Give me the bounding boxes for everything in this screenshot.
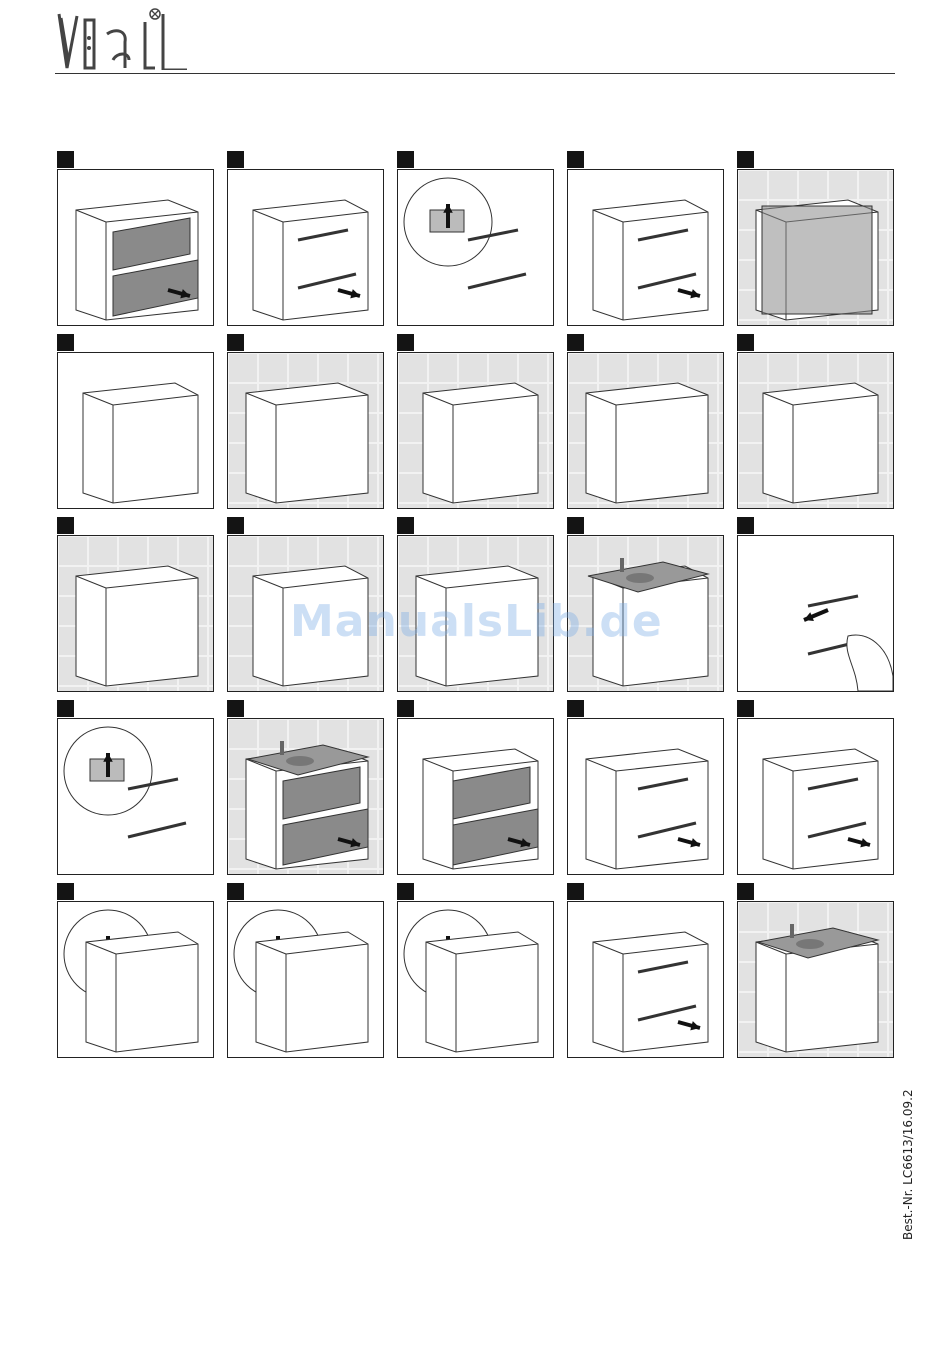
assembly-step bbox=[737, 883, 894, 1058]
assembly-step bbox=[737, 517, 894, 692]
step-number-badge bbox=[737, 334, 754, 351]
step-illustration bbox=[397, 352, 554, 509]
final-adjust-icon bbox=[568, 902, 723, 1057]
assembly-step bbox=[227, 151, 384, 326]
assembly-step bbox=[567, 883, 724, 1058]
step-number-badge bbox=[227, 883, 244, 900]
step-number-badge bbox=[737, 883, 754, 900]
step-illustration bbox=[567, 718, 724, 875]
assembly-step bbox=[227, 883, 384, 1058]
step-number-badge bbox=[57, 334, 74, 351]
assembly-step bbox=[567, 151, 724, 326]
step-illustration bbox=[397, 901, 554, 1058]
step-number-badge bbox=[567, 151, 584, 168]
step-illustration bbox=[737, 718, 894, 875]
step-illustration bbox=[567, 169, 724, 326]
assembly-step bbox=[397, 334, 554, 509]
press-cabinet-rails-icon bbox=[568, 170, 723, 325]
remove-drawer-runners-icon bbox=[228, 170, 383, 325]
assembly-step bbox=[567, 334, 724, 509]
silicone-seal-icon bbox=[738, 902, 893, 1057]
height-adjust-wheel-icon bbox=[58, 902, 213, 1057]
slide-drawer-in-icon bbox=[398, 719, 553, 874]
assembly-step bbox=[57, 883, 214, 1058]
step-number-badge bbox=[397, 700, 414, 717]
depth-adjust-icon bbox=[398, 902, 553, 1057]
pull-out-drawers-icon bbox=[58, 170, 213, 325]
step-illustration bbox=[227, 901, 384, 1058]
assembly-step bbox=[57, 517, 214, 692]
step-illustration bbox=[397, 169, 554, 326]
watermark-text: ManualsLib.de bbox=[290, 596, 663, 647]
attach-drawer-runners-icon bbox=[568, 719, 723, 874]
assembly-step bbox=[737, 700, 894, 875]
brand-logo bbox=[55, 8, 195, 70]
cabinet-against-wall-icon bbox=[738, 353, 893, 508]
step-illustration bbox=[567, 901, 724, 1058]
lock-drawer-clip-icon bbox=[58, 719, 213, 874]
assembly-step bbox=[397, 883, 554, 1058]
assembly-step bbox=[737, 151, 894, 326]
side-adjuster-icon bbox=[738, 719, 893, 874]
assembly-step bbox=[227, 334, 384, 509]
step-illustration bbox=[567, 352, 724, 509]
mark-drill-holes-icon bbox=[228, 353, 383, 508]
step-illustration bbox=[737, 901, 894, 1058]
assembly-step bbox=[57, 700, 214, 875]
assembly-step bbox=[57, 334, 214, 509]
assembly-step bbox=[397, 700, 554, 875]
assembly-step bbox=[227, 700, 384, 875]
assembly-step bbox=[57, 151, 214, 326]
step-illustration bbox=[227, 718, 384, 875]
insert-drawers-icon bbox=[228, 719, 383, 874]
step-illustration bbox=[737, 169, 894, 326]
assembly-step bbox=[567, 700, 724, 875]
step-number-badge bbox=[57, 517, 74, 534]
step-illustration bbox=[227, 352, 384, 509]
hand-adjust-runner-icon bbox=[738, 536, 893, 691]
header-divider bbox=[55, 73, 895, 74]
insert-wall-plugs-icon bbox=[398, 353, 553, 508]
step-illustration bbox=[57, 352, 214, 509]
insert-screws-icon bbox=[568, 353, 723, 508]
step-number-badge bbox=[567, 517, 584, 534]
step-number-badge bbox=[227, 334, 244, 351]
release-drawer-clip-icon bbox=[398, 170, 553, 325]
step-illustration bbox=[57, 718, 214, 875]
step-number-badge bbox=[567, 700, 584, 717]
step-number-badge bbox=[227, 700, 244, 717]
step-number-badge bbox=[57, 883, 74, 900]
step-number-badge bbox=[397, 151, 414, 168]
step-illustration bbox=[57, 169, 214, 326]
assembly-step bbox=[737, 334, 894, 509]
order-number: Best.-Nr. LC6613/16.09.2 bbox=[901, 1100, 919, 1240]
step-illustration bbox=[57, 901, 214, 1058]
step-number-badge bbox=[397, 883, 414, 900]
mounting-rail-icon bbox=[58, 536, 213, 691]
step-number-badge bbox=[737, 151, 754, 168]
step-number-badge bbox=[567, 883, 584, 900]
step-illustration bbox=[737, 352, 894, 509]
level-and-hex-key-icon bbox=[58, 353, 213, 508]
step-illustration bbox=[737, 535, 894, 692]
step-illustration bbox=[397, 718, 554, 875]
step-number-badge bbox=[227, 151, 244, 168]
step-illustration bbox=[57, 535, 214, 692]
step-number-badge bbox=[737, 700, 754, 717]
position-cabinet-at-wall-icon bbox=[738, 170, 893, 325]
step-number-badge bbox=[397, 517, 414, 534]
step-illustration bbox=[227, 169, 384, 326]
step-number-badge bbox=[57, 151, 74, 168]
step-number-badge bbox=[227, 517, 244, 534]
step-number-badge bbox=[567, 334, 584, 351]
step-number-badge bbox=[57, 700, 74, 717]
step-number-badge bbox=[397, 334, 414, 351]
step-number-badge bbox=[737, 517, 754, 534]
front-adjust-icon bbox=[228, 902, 383, 1057]
assembly-step bbox=[397, 151, 554, 326]
